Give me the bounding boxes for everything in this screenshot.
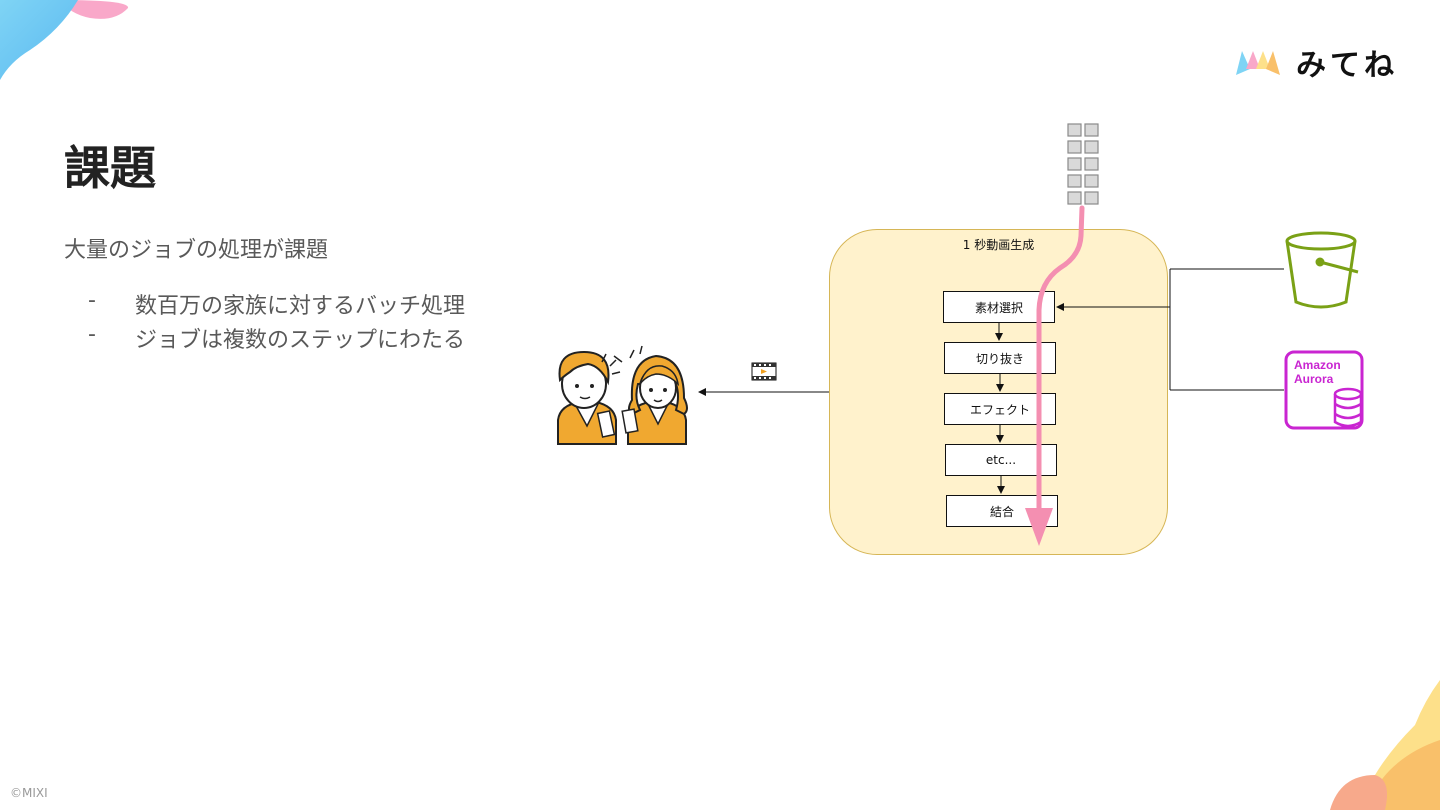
- corner-decoration-bottom-right: [1330, 680, 1440, 810]
- slide-lead-text: 大量のジョブの処理が課題: [64, 238, 329, 263]
- copyright-notice: ©MIXI: [10, 786, 48, 800]
- panel-label: 1 秒動画生成: [962, 238, 1035, 252]
- family-users-illustration: [557, 345, 688, 445]
- logo-mark-icon: [1236, 51, 1280, 75]
- bullet-item: - ジョブは複数のステップにわたる: [88, 322, 465, 356]
- bullet-marker: -: [88, 288, 96, 313]
- aurora-database-icon: Amazon Aurora: [1284, 350, 1364, 430]
- bullet-text: 数百万の家族に対するバッチ処理: [135, 294, 466, 319]
- bullet-text: ジョブは複数のステップにわたる: [135, 328, 466, 353]
- corner-decoration-top-left: [0, 0, 129, 80]
- storage-connectors: [1056, 268, 1284, 391]
- slide-title: 課題: [64, 141, 156, 195]
- mitene-logo: みてね: [1234, 40, 1398, 84]
- bullet-item: - 数百万の家族に対するバッチ処理: [88, 288, 465, 322]
- one-second-video-panel: 1 秒動画生成 素材選択 切り抜き エフェクト etc... 結合: [829, 229, 1168, 555]
- aurora-label-line2: Aurora: [1294, 372, 1334, 386]
- job-flow-arrowhead: [1025, 508, 1053, 546]
- job-flow-arrow: [1036, 205, 1085, 518]
- step-arrows: [995, 322, 1005, 494]
- aurora-label-line1: Amazon: [1294, 358, 1341, 372]
- bullet-list: - 数百万の家族に対するバッチ処理 - ジョブは複数のステップにわたる: [88, 288, 465, 356]
- logo-text: みてね: [1296, 48, 1398, 83]
- s3-bucket-icon: [1285, 231, 1359, 309]
- job-queue-icon: [1067, 123, 1099, 205]
- video-film-icon: [751, 362, 777, 381]
- bullet-marker: -: [88, 322, 96, 347]
- step-material-select: 素材選択: [943, 291, 1055, 323]
